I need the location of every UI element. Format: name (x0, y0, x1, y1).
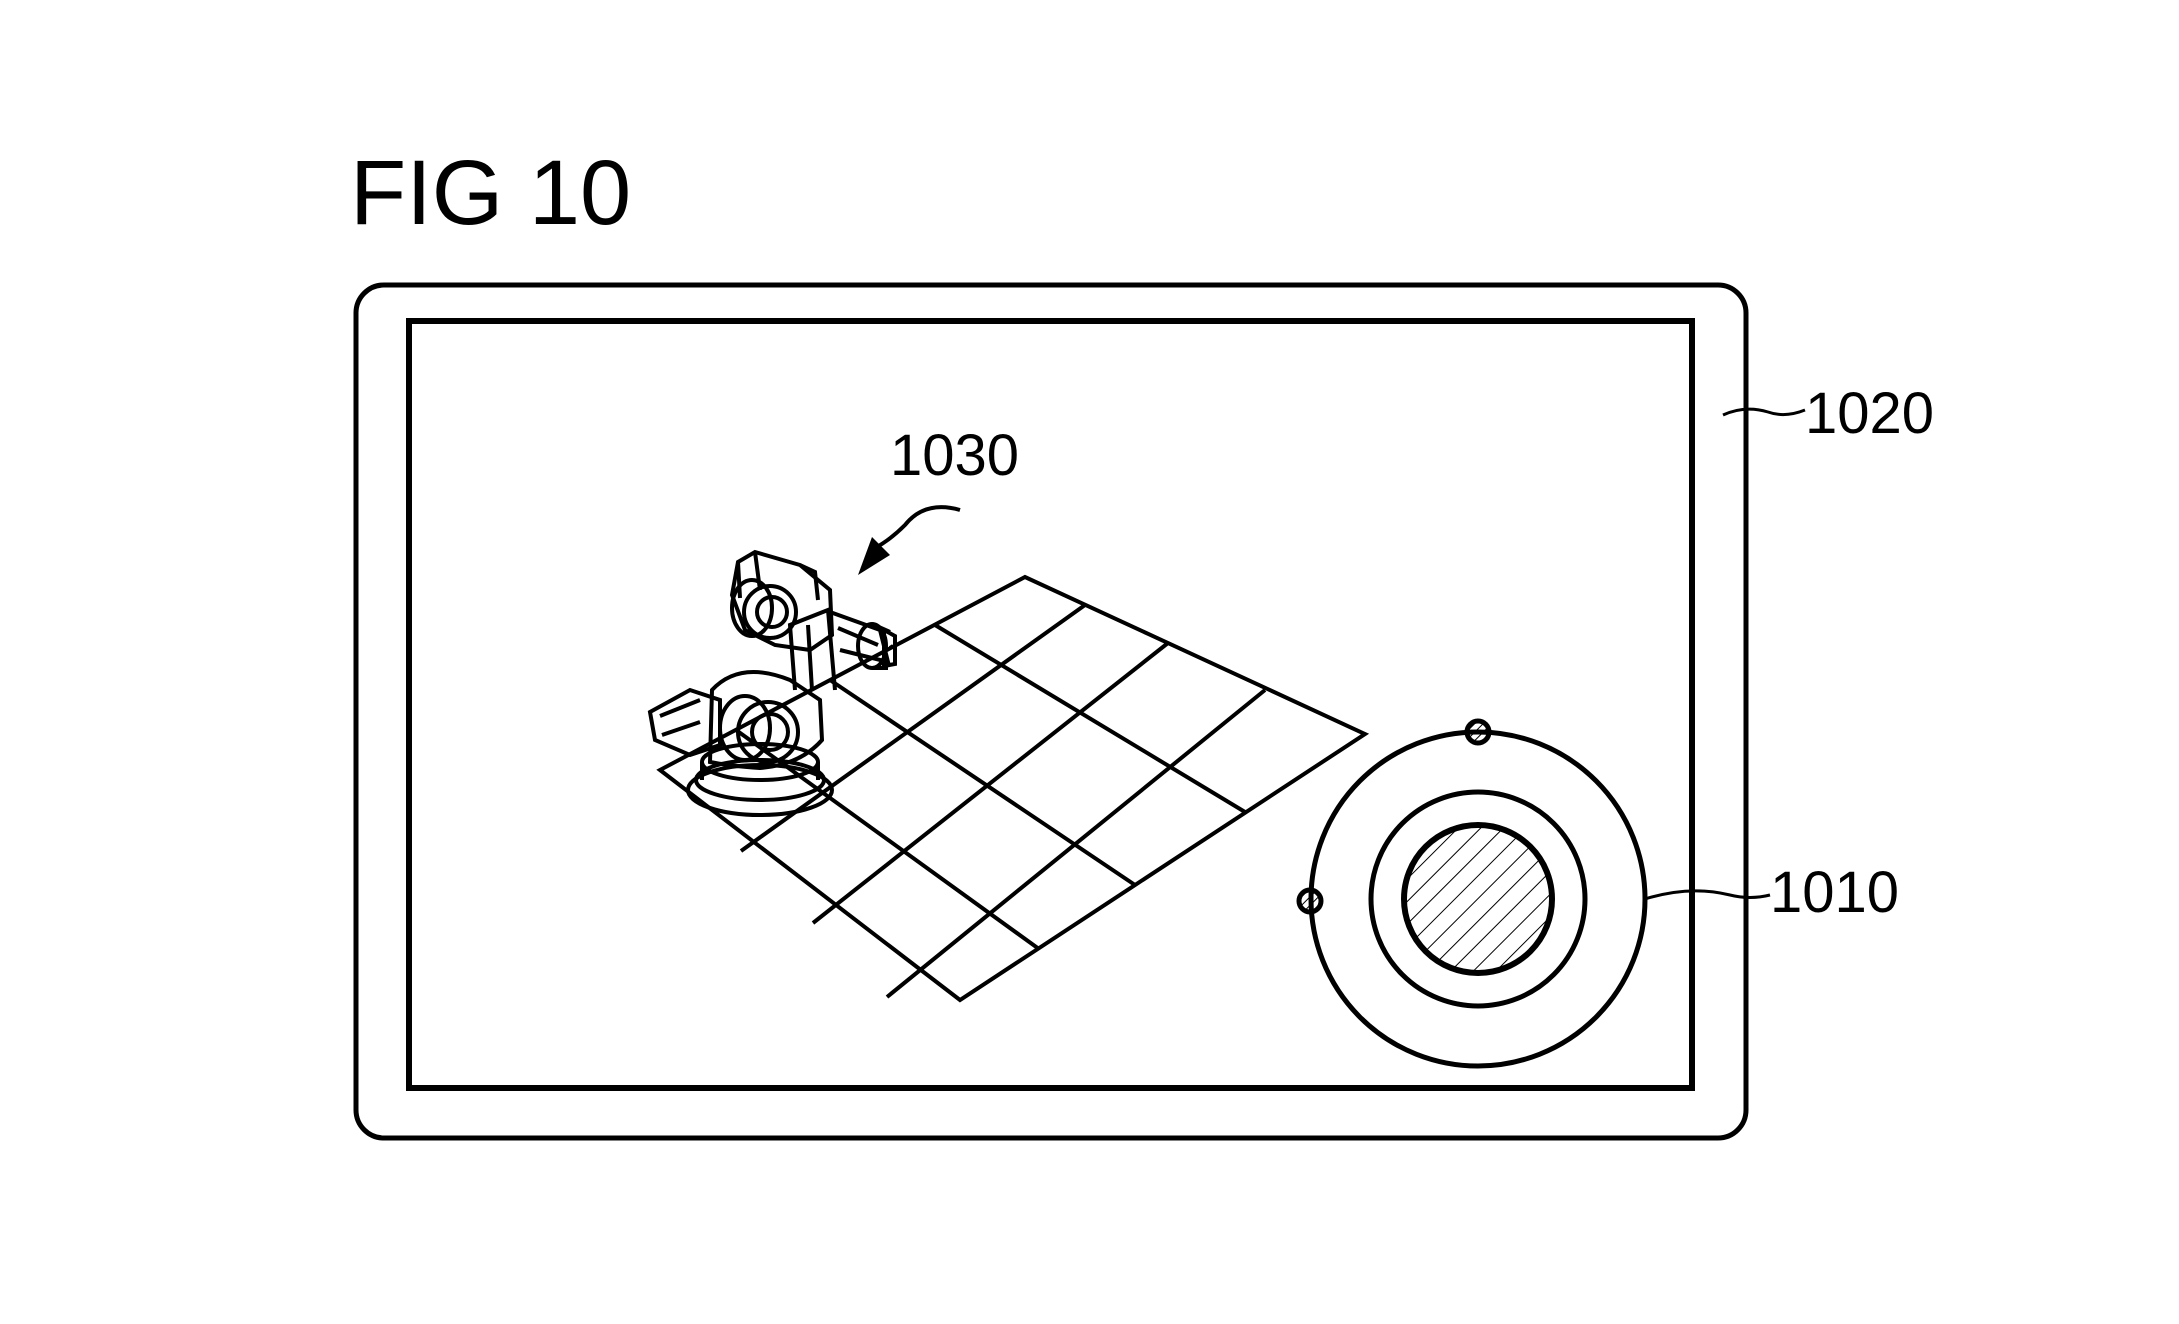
figure-title: FIG 10 (350, 142, 631, 244)
robot-label: 1030 (890, 423, 1019, 488)
robot-reference-arrow (858, 505, 961, 575)
control-middle-ring (1368, 789, 1588, 1009)
industrial-robot (647, 549, 897, 817)
rotary-control (1296, 718, 1648, 1069)
control-leader-line (1644, 889, 1771, 901)
control-marker-top (1464, 718, 1492, 746)
device-label: 1020 (1805, 381, 1934, 446)
control-label: 1010 (1770, 860, 1899, 925)
device-leader-line (1722, 407, 1806, 417)
control-knob (1401, 822, 1555, 976)
device-frame (353, 282, 1749, 1141)
control-marker-left (1296, 887, 1324, 915)
display-screen (406, 318, 1695, 1091)
